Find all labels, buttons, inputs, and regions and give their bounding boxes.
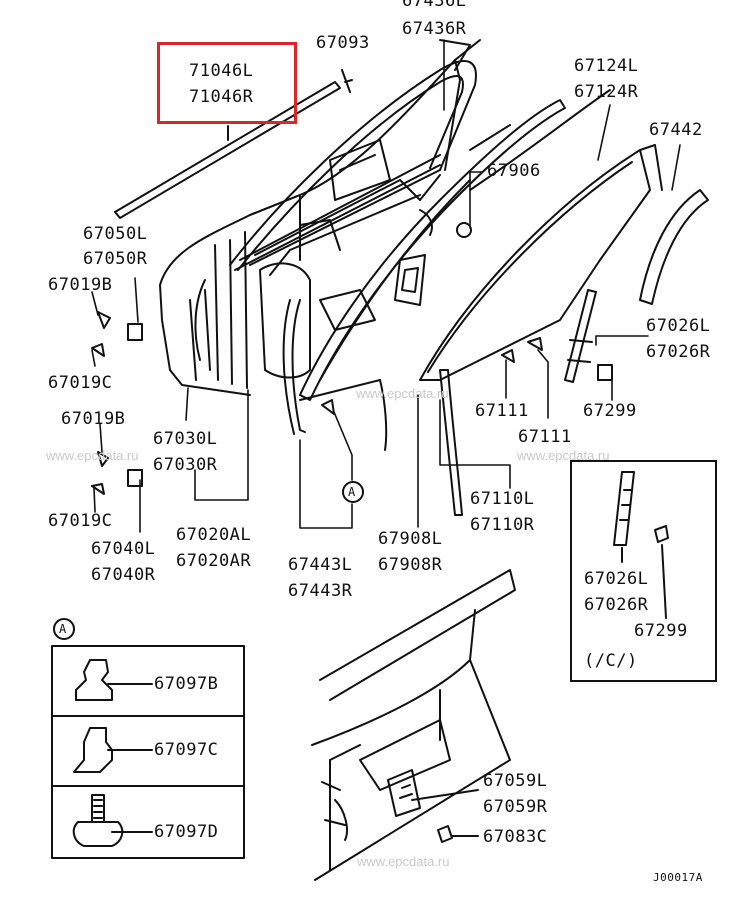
part-label-67093: 67093: [316, 33, 370, 53]
part-label-67026-r: 67026R: [646, 342, 711, 362]
part-label-71046-r: 71046R: [189, 87, 254, 107]
part-label-67906: 67906: [487, 161, 541, 181]
part-label-67059-l: 67059L: [483, 771, 548, 791]
ref-a-legend: A: [59, 622, 67, 636]
weatherstrip-drawing: [282, 299, 306, 435]
belt-moulding-drawing: [114, 69, 353, 219]
inset-detail-drawing: [613, 471, 669, 619]
part-label-67097d: 67097D: [154, 822, 219, 842]
part-label-67299: 67299: [583, 401, 637, 421]
rear-channel-drawing: [564, 289, 597, 383]
part-label-67110-r: 67110R: [470, 515, 535, 535]
watermark: www.epcdata.ru: [517, 448, 610, 463]
inset-part-label-67026-r: 67026R: [584, 595, 649, 615]
highlight-box: [157, 42, 297, 124]
part-label-67124-l: 67124L: [574, 56, 639, 76]
part-label-67050-r: 67050R: [83, 249, 148, 269]
ref-a-marker-circle: [342, 481, 364, 503]
part-label-67019c-upper: 67019C: [48, 373, 113, 393]
watermark: www.epcdata.ru: [46, 448, 139, 463]
ref-a-legend-circle: [53, 618, 75, 640]
part-label-67111-left: 67111: [475, 401, 529, 421]
part-label-67020-ar: 67020AR: [176, 551, 252, 571]
part-label-67040-l: 67040L: [91, 539, 156, 559]
part-label-67111-right: 67111: [518, 427, 572, 447]
part-label-67442: 67442: [649, 120, 703, 140]
part-label-67040-r: 67040R: [91, 565, 156, 585]
lower-door-shell-drawing: [311, 569, 516, 881]
watermark: www.epcdata.ru: [356, 386, 449, 401]
door-glass-drawing: [419, 89, 663, 381]
part-label-67019b-lower: 67019B: [61, 409, 126, 429]
part-label-67030-r: 67030R: [153, 455, 218, 475]
leader-lines: [91, 39, 681, 533]
glass-run-drawing: [639, 189, 709, 305]
part-label-67097b: 67097B: [154, 674, 219, 694]
run-channel-drawing: [299, 99, 566, 401]
part-label-67436-r: 67436R: [402, 19, 467, 39]
legend-frame: [51, 645, 245, 859]
part-label-67019c-lower: 67019C: [48, 511, 113, 531]
small-clips-drawing: [91, 222, 613, 495]
inset-detail-box: [570, 460, 717, 682]
part-label-67124-r: 67124R: [574, 82, 639, 102]
window-sash-drawing: [229, 60, 477, 271]
part-label-67097c: 67097C: [154, 740, 219, 760]
part-label-67436-l: 67436L: [402, 0, 467, 11]
part-label-67026-l: 67026L: [646, 316, 711, 336]
ref-a-marker: A: [348, 485, 356, 499]
part-label-67019b-upper: 67019B: [48, 275, 113, 295]
part-label-71046-l: 71046L: [189, 61, 254, 81]
part-label-67050-l: 67050L: [83, 224, 148, 244]
inset-part-label-67026-l: 67026L: [584, 569, 649, 589]
part-label-67030-l: 67030L: [153, 429, 218, 449]
part-label-67059-r: 67059R: [483, 797, 548, 817]
part-label-67110-l: 67110L: [470, 489, 535, 509]
inset-part-label-67299: 67299: [634, 621, 688, 641]
part-label-67443-l: 67443L: [288, 555, 353, 575]
part-label-67908-l: 67908L: [378, 529, 443, 549]
front-channel-drawing: [379, 369, 463, 516]
part-label-67020-al: 67020AL: [176, 525, 252, 545]
part-label-67083c: 67083C: [483, 827, 548, 847]
part-label-67908-r: 67908R: [378, 555, 443, 575]
legend-fasteners-drawing: [72, 659, 153, 847]
part-label-67443-r: 67443R: [288, 581, 353, 601]
drawing-number: J00017A: [653, 871, 703, 884]
watermark: www.epcdata.ru: [357, 854, 450, 869]
inset-note: (/C/): [584, 651, 638, 671]
